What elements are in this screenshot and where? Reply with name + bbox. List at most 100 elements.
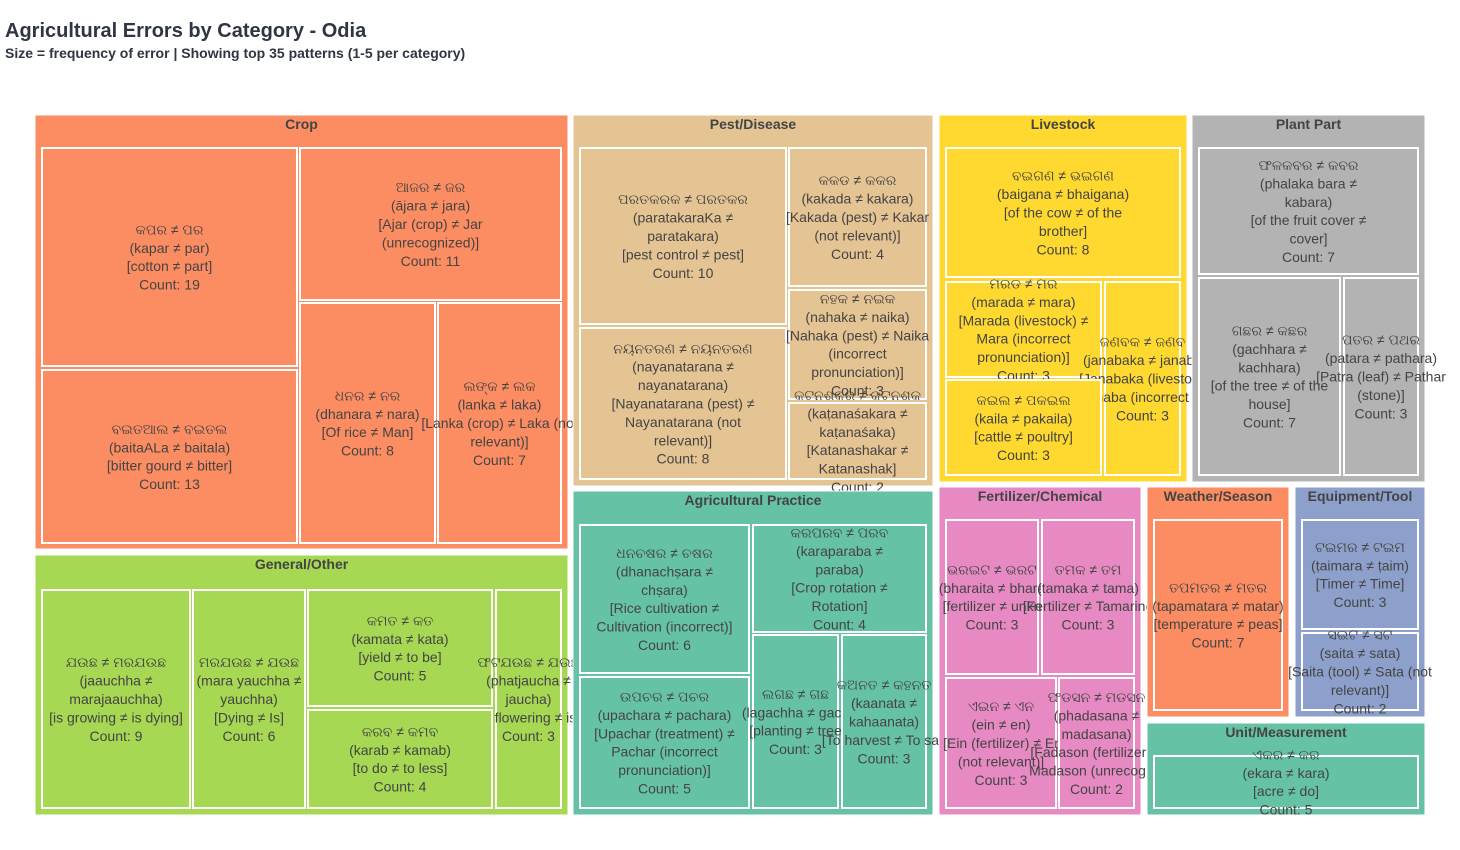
treemap-leaf[interactable]: ନହକ ≠ ନଇକ(nahaka ≠ naika)[Nahaka (pest) … bbox=[786, 289, 929, 400]
leaf-label-line: (dhanara ≠ nara) bbox=[315, 406, 419, 422]
leaf-label-line: ଫଡସନ ≠ ମଡସନ bbox=[1048, 689, 1146, 705]
treemap-leaf[interactable]: ପରତକରକ ≠ ପରତକର(paratakaraKa ≠paratakara)… bbox=[579, 147, 787, 325]
leaf-rect[interactable] bbox=[1153, 755, 1419, 809]
leaf-label-line: Janaba (incorrect fo bbox=[1081, 389, 1205, 405]
leaf-rect[interactable] bbox=[579, 676, 750, 809]
leaf-label-line: (kakada ≠ kakara) bbox=[802, 191, 914, 207]
leaf-rect[interactable] bbox=[579, 524, 750, 674]
treemap-leaf[interactable]: ଲଙ୍କ ≠ ଲକ(lanka ≠ laka)[Lanka (crop) ≠ L… bbox=[421, 302, 578, 544]
treemap-leaf[interactable]: ଆଜର ≠ ଜର(ājara ≠ jara)[Ajar (crop) ≠ Jar… bbox=[299, 147, 562, 301]
treemap-leaf[interactable]: ମରଡ ≠ ମର(marada ≠ mara)[Marada (livestoc… bbox=[945, 276, 1102, 384]
leaf-label-line: [to do ≠ to less] bbox=[353, 760, 448, 776]
treemap-leaf[interactable]: ନୟନତରଣ ≠ ନୟନତରଣ(nayanatarana ≠nayanatara… bbox=[579, 327, 787, 480]
leaf-label-line: (baitaALa ≠ baitala) bbox=[109, 439, 230, 455]
leaf-rect[interactable] bbox=[437, 302, 562, 544]
treemap-leaf[interactable]: କମତ ≠ କତ(kamata ≠ kata)[yield ≠ to be]Co… bbox=[307, 589, 493, 707]
treemap-leaf[interactable]: ବଇଗଣ ≠ ଭଇଗଣ(baigana ≠ bhaigana)[of the c… bbox=[945, 147, 1181, 278]
leaf-label-line: ମରଡ ≠ ମର bbox=[989, 276, 1057, 292]
leaf-label-line: cover] bbox=[1289, 231, 1327, 247]
treemap-leaf[interactable]: ଫଟଯଉଛ ≠ ଯଉଛ(phatjaucha ≠jaucha)[is flowe… bbox=[477, 589, 580, 809]
leaf-rect[interactable] bbox=[299, 302, 436, 544]
leaf-label-line: ଧନଚଷର ≠ ଚଷର bbox=[616, 545, 713, 561]
leaf-rect[interactable] bbox=[752, 634, 839, 809]
treemap-leaf[interactable]: ଗଛର ≠ କଛର(gachhara ≠kachhara)[of the tre… bbox=[1198, 277, 1341, 476]
treemap-leaf[interactable]: କକଡ ≠ କକର(kakada ≠ kakara)[Kakada (pest)… bbox=[786, 147, 929, 287]
treemap-leaf[interactable]: ଟଇମର ≠ ଟଇମ(ṭaimara ≠ ṭaim)[Timer ≠ Time]… bbox=[1301, 519, 1419, 630]
leaf-label-line: କରବ ≠ କମବ bbox=[362, 723, 438, 739]
treemap-leaf[interactable]: କରପରବ ≠ ପରବ(karaparaba ≠paraba)[Crop rot… bbox=[752, 524, 927, 633]
leaf-rect[interactable] bbox=[495, 589, 562, 809]
leaf-label-line: [Of rice ≠ Man] bbox=[322, 424, 414, 440]
leaf-rect[interactable] bbox=[752, 524, 927, 633]
treemap-leaf[interactable]: ଭରଇଟ ≠ ଭରଟ(bharaita ≠ bhara[fertilizer ≠… bbox=[939, 519, 1046, 675]
leaf-rect[interactable] bbox=[945, 519, 1039, 675]
leaf-rect[interactable] bbox=[579, 147, 787, 325]
treemap-leaf[interactable]: ବଇତଆଲ ≠ ବଇତଲ(baitaALa ≠ baitala)[bitter … bbox=[41, 369, 298, 544]
treemap-leaf[interactable]: ଯଉଛ ≠ ମରଯଉଛ(jaauchha ≠marajaauchha)[is g… bbox=[41, 589, 191, 809]
treemap-leaf[interactable]: ଧନଚଷର ≠ ଚଷର(dhanachṣara ≠chṣara)[Rice cu… bbox=[579, 524, 750, 674]
leaf-label-line: [acre ≠ do] bbox=[1253, 783, 1319, 799]
treemap-leaf[interactable]: ଧନର ≠ ନର(dhanara ≠ nara)[Of rice ≠ Man]C… bbox=[299, 302, 436, 544]
leaf-rect[interactable] bbox=[41, 369, 298, 544]
leaf-rect[interactable] bbox=[1198, 277, 1341, 476]
leaf-rect[interactable] bbox=[945, 281, 1102, 378]
leaf-rect[interactable] bbox=[1104, 281, 1181, 476]
leaf-rect[interactable] bbox=[1301, 632, 1419, 711]
leaf-label-line: (kapar ≠ par) bbox=[129, 240, 209, 256]
treemap-leaf[interactable]: କରବ ≠ କମବ(karab ≠ kamab)[to do ≠ to less… bbox=[307, 709, 493, 809]
leaf-label-line: [Ajar (crop) ≠ Jar bbox=[378, 216, 482, 232]
leaf-rect[interactable] bbox=[945, 677, 1057, 809]
treemap-leaf[interactable]: କଇଲ ≠ ପକଇଲ(kaila ≠ pakaila)[cattle ≠ pou… bbox=[945, 379, 1102, 476]
leaf-rect[interactable] bbox=[788, 147, 927, 287]
leaf-label-line: [Fadason (fertilizer) ≠ bbox=[1030, 744, 1162, 760]
treemap-leaf[interactable]: ତପମତର ≠ ମତର(tapamatara ≠ matar)[temperat… bbox=[1152, 519, 1284, 711]
leaf-label-line: କଇଲ ≠ ପକଇଲ bbox=[976, 392, 1070, 408]
treemap-leaf[interactable]: ମରଯଉଛ ≠ ଯଉଛ(mara yauchha ≠yauchha)[Dying… bbox=[192, 589, 306, 809]
leaf-rect[interactable] bbox=[945, 379, 1102, 476]
treemap-leaf[interactable]: ସଇଟ ≠ ସଟ(saita ≠ sata)[Saita (tool) ≠ Sa… bbox=[1288, 627, 1432, 717]
leaf-label-line: (lagachha ≠ gach bbox=[742, 704, 849, 720]
leaf-label-line: [Nahaka (pest) ≠ Naika bbox=[786, 327, 929, 343]
leaf-label-line: Count: 3 bbox=[1355, 405, 1408, 421]
treemap-leaf[interactable]: ଜଣବକ ≠ ଜଣବ(janabaka ≠ janaba[Janabaka (l… bbox=[1079, 281, 1207, 476]
treemap-leaf[interactable]: ଉପଚର ≠ ପଚର(upachara ≠ pachara)[Upachar (… bbox=[579, 676, 750, 809]
treemap-leaf[interactable]: ତମକ ≠ ତମ(tamaka ≠ tama)[Fertilizer ≠ Tam… bbox=[1023, 519, 1153, 675]
leaf-label-line: Count: 3 bbox=[997, 447, 1050, 463]
chart-title: Agricultural Errors by Category - Odia bbox=[5, 20, 367, 42]
leaf-label-line: madasana) bbox=[1061, 726, 1131, 742]
leaf-label-line: relevant)] bbox=[470, 433, 528, 449]
treemap-leaf[interactable]: କଟନଶକର ≠ କଟନଶକ(kaṭanaśakara ≠kaṭanaśaka)… bbox=[788, 387, 927, 495]
treemap-leaf[interactable]: ଏକର ≠ କର(ekara ≠ kara)[acre ≠ do]Count: … bbox=[1153, 746, 1419, 818]
leaf-rect[interactable] bbox=[579, 327, 787, 480]
leaf-rect[interactable] bbox=[945, 147, 1181, 278]
treemap-leaf[interactable]: କଅନତ ≠ କହନତ(kaanata ≠kahaanata)[To harve… bbox=[822, 634, 946, 809]
leaf-rect[interactable] bbox=[1058, 677, 1135, 809]
leaf-rect[interactable] bbox=[1041, 519, 1135, 675]
leaf-label-line: Count: 3 bbox=[1062, 617, 1115, 633]
leaf-rect[interactable] bbox=[1153, 519, 1283, 711]
treemap-leaf[interactable]: ଫଳକବର ≠ କବର(phalaka bara ≠kabara)[of the… bbox=[1198, 147, 1419, 275]
leaf-label-line: paraba) bbox=[815, 561, 863, 577]
treemap-leaf[interactable]: ଲଗଛ ≠ ଗଛ(lagachha ≠ gach[planting ≠ tree… bbox=[742, 634, 849, 809]
leaf-rect[interactable] bbox=[1301, 519, 1419, 630]
leaf-rect[interactable] bbox=[1198, 147, 1419, 275]
leaf-rect[interactable] bbox=[307, 589, 493, 707]
treemap-leaf[interactable]: ପତର ≠ ପଥର(patara ≠ pathara)[Patra (leaf)… bbox=[1316, 277, 1446, 476]
leaf-rect[interactable] bbox=[788, 402, 927, 480]
leaf-label-line: [bitter gourd ≠ bitter] bbox=[107, 458, 232, 474]
leaf-rect[interactable] bbox=[788, 289, 927, 400]
category-label: Crop bbox=[285, 116, 318, 132]
leaf-rect[interactable] bbox=[41, 147, 298, 367]
leaf-rect[interactable] bbox=[307, 709, 493, 809]
treemap-leaf[interactable]: ଏଇନ ≠ ଏନ(ein ≠ en)[Ein (fertilizer) ≠ Er… bbox=[943, 677, 1059, 809]
leaf-rect[interactable] bbox=[841, 634, 927, 809]
leaf-rect[interactable] bbox=[192, 589, 306, 809]
leaf-rect[interactable] bbox=[41, 589, 191, 809]
leaf-label-line: Count: 19 bbox=[139, 277, 200, 293]
leaf-label-line: kahaanata) bbox=[849, 714, 919, 730]
treemap-leaf[interactable]: କପର ≠ ପର(kapar ≠ par)[cotton ≠ part]Coun… bbox=[41, 147, 298, 367]
leaf-rect[interactable] bbox=[299, 147, 562, 301]
treemap-leaf[interactable]: ଫଡସନ ≠ ମଡସନ(phadasana ≠madasana)[Fadason… bbox=[1029, 677, 1164, 809]
leaf-rect[interactable] bbox=[1343, 277, 1419, 476]
